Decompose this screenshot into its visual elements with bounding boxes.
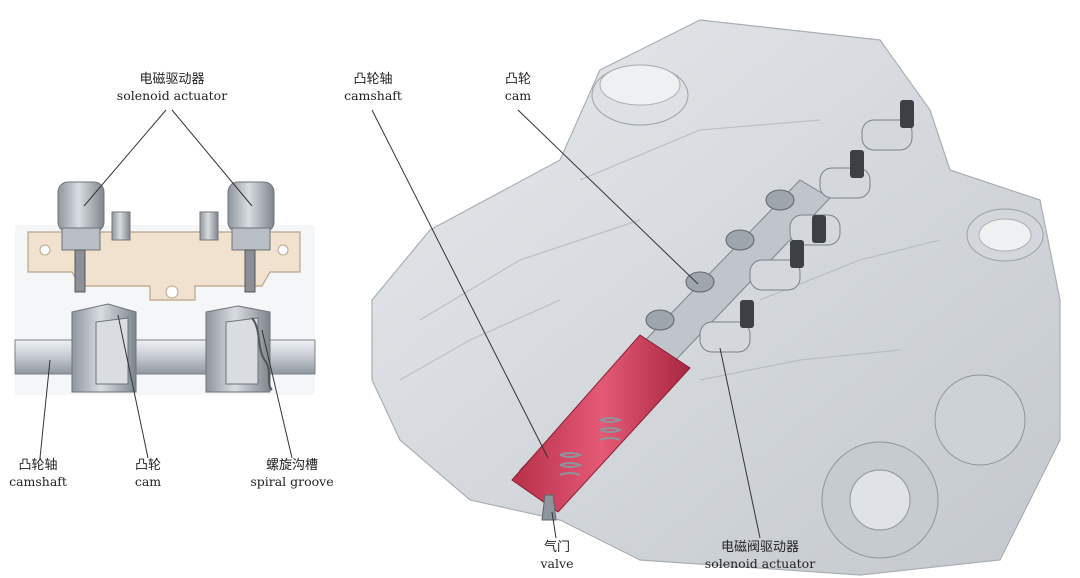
cutaway-red-section <box>511 334 691 513</box>
label-zh: 电磁阀驱动器 <box>720 540 799 555</box>
label-right-camshaft: 凸轮轴 camshaft <box>340 72 406 104</box>
label-left-camshaft: 凸轮轴 camshaft <box>0 458 76 490</box>
label-zh: 螺旋沟槽 <box>265 458 318 473</box>
label-left-solenoid-actuator: 电磁驱动器 solenoid actuator <box>112 72 232 104</box>
left-solenoid-2 <box>227 181 275 293</box>
label-zh: 凸轮 <box>134 458 161 473</box>
leader-lines <box>39 109 761 539</box>
engine-solenoid-actuators <box>699 100 914 353</box>
label-zh: 凸轮 <box>504 72 531 87</box>
label-en: camshaft <box>9 474 67 490</box>
label-en: camshaft <box>344 88 402 104</box>
label-spiral-groove: 螺旋沟槽 spiral groove <box>244 458 340 490</box>
label-en: solenoid actuator <box>704 556 816 572</box>
label-right-solenoid-actuator: 电磁阀驱动器 solenoid actuator <box>700 540 820 572</box>
label-left-cam: 凸轮 cam <box>120 458 176 490</box>
spiral-groove-shape <box>251 317 273 391</box>
left-solenoid-1 <box>57 181 105 293</box>
label-en: valve <box>540 556 574 572</box>
label-en: spiral groove <box>250 474 334 490</box>
label-zh: 气门 <box>543 540 570 555</box>
engine-illustration <box>371 19 1061 576</box>
label-valve: 气门 valve <box>532 540 582 572</box>
valve-springs <box>559 417 623 476</box>
label-en: cam <box>134 474 162 490</box>
label-en: solenoid actuator <box>116 88 228 104</box>
label-en: cam <box>504 88 532 104</box>
label-zh: 凸轮轴 <box>353 72 393 87</box>
label-zh: 电磁驱动器 <box>139 72 205 87</box>
label-zh: 凸轮轴 <box>18 458 58 473</box>
left-detail-illustration <box>14 181 316 395</box>
valve-shape <box>541 494 557 521</box>
label-right-cam: 凸轮 cam <box>496 72 540 104</box>
